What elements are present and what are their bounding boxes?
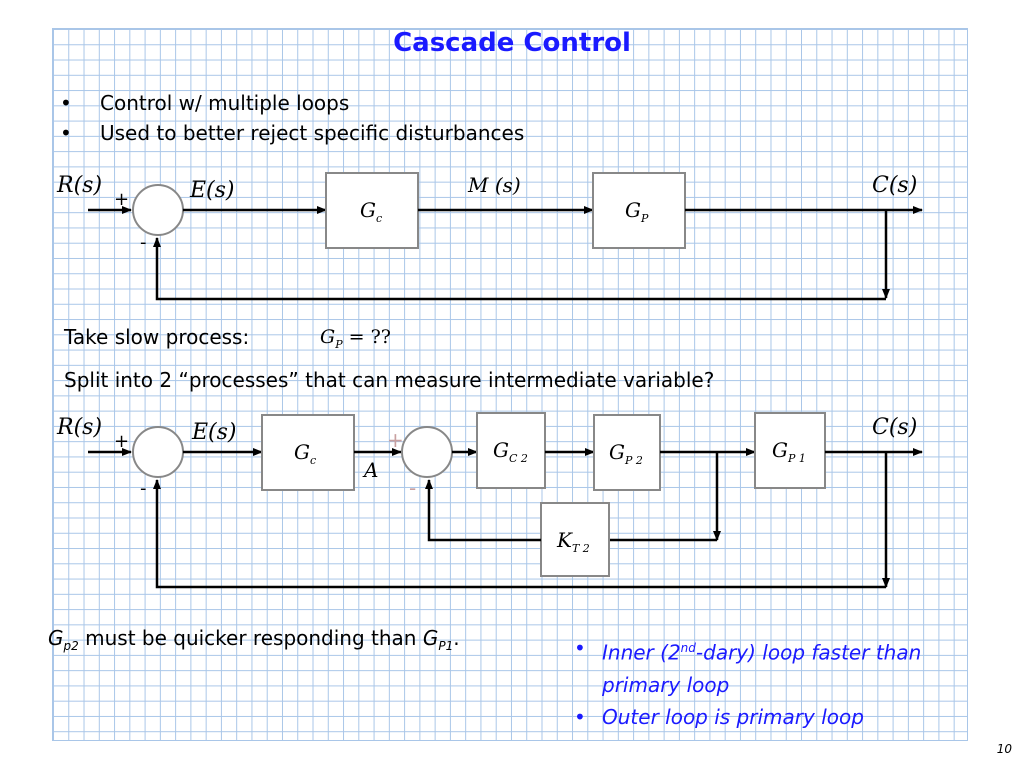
- bullet-item: Used to better reject specific disturban…: [60, 118, 524, 148]
- error-signal-label: E(s): [190, 178, 235, 203]
- minus-sign: -: [140, 232, 147, 253]
- gp1-block: [754, 412, 826, 489]
- inner-summing-junction: [401, 426, 453, 478]
- outer-feedback-return: [153, 479, 886, 589]
- right-bullet-list: Inner (2nd-dary) loop faster than primar…: [570, 632, 990, 733]
- feedback-return: [153, 237, 886, 301]
- gc2-block: [476, 412, 546, 489]
- inner-plus-sign: +: [387, 428, 404, 452]
- split-text: Split into 2 “processes” that can measur…: [64, 368, 715, 392]
- manipulated-signal-label: M (s): [468, 173, 521, 197]
- take-slow-label: Take slow process:: [64, 325, 250, 349]
- gp2-block: [593, 414, 661, 491]
- gp2-label: GP 2: [609, 440, 643, 467]
- input-signal-label: R(s): [57, 173, 103, 198]
- summing-junction: [132, 184, 184, 236]
- bullet-item: Outer loop is primary loop: [570, 701, 990, 733]
- output-signal-label: C(s): [872, 173, 918, 198]
- page-number: 10: [996, 742, 1012, 756]
- output-signal-label: C(s): [872, 415, 918, 440]
- plus-sign: +: [114, 431, 130, 452]
- process-block: [592, 172, 686, 249]
- minus-sign: -: [140, 478, 147, 499]
- bullet-item: Control w/ multiple loops: [60, 88, 524, 118]
- controller-block: [325, 172, 419, 249]
- comparison-note: Gp2 must be quicker responding than GP1.: [48, 626, 460, 653]
- diagram-1: [88, 172, 923, 301]
- setpoint-a-label: A: [364, 458, 379, 482]
- diagram-2: [88, 412, 923, 589]
- error-signal-label: E(s): [192, 420, 237, 445]
- plus-sign: +: [114, 189, 130, 210]
- inner-feedback-return: [425, 479, 541, 542]
- slide-title: Cascade Control: [393, 28, 631, 58]
- bullet-item: Inner (2nd-dary) loop faster than primar…: [570, 632, 990, 701]
- gc-label: Gc: [294, 440, 317, 467]
- process-label: GP: [625, 198, 649, 225]
- outer-summing-junction: [132, 426, 184, 478]
- input-signal-label: R(s): [57, 415, 103, 440]
- kt2-label: KT 2: [557, 528, 590, 555]
- gc-block: [261, 414, 355, 491]
- bullet-list: Control w/ multiple loops Used to better…: [60, 88, 524, 148]
- gc2-label: GC 2: [493, 438, 528, 465]
- take-slow-equation: GP = ??: [320, 326, 391, 351]
- inner-minus-sign: -: [409, 476, 417, 500]
- gp1-label: GP 1: [772, 438, 806, 465]
- controller-label: Gc: [360, 198, 383, 225]
